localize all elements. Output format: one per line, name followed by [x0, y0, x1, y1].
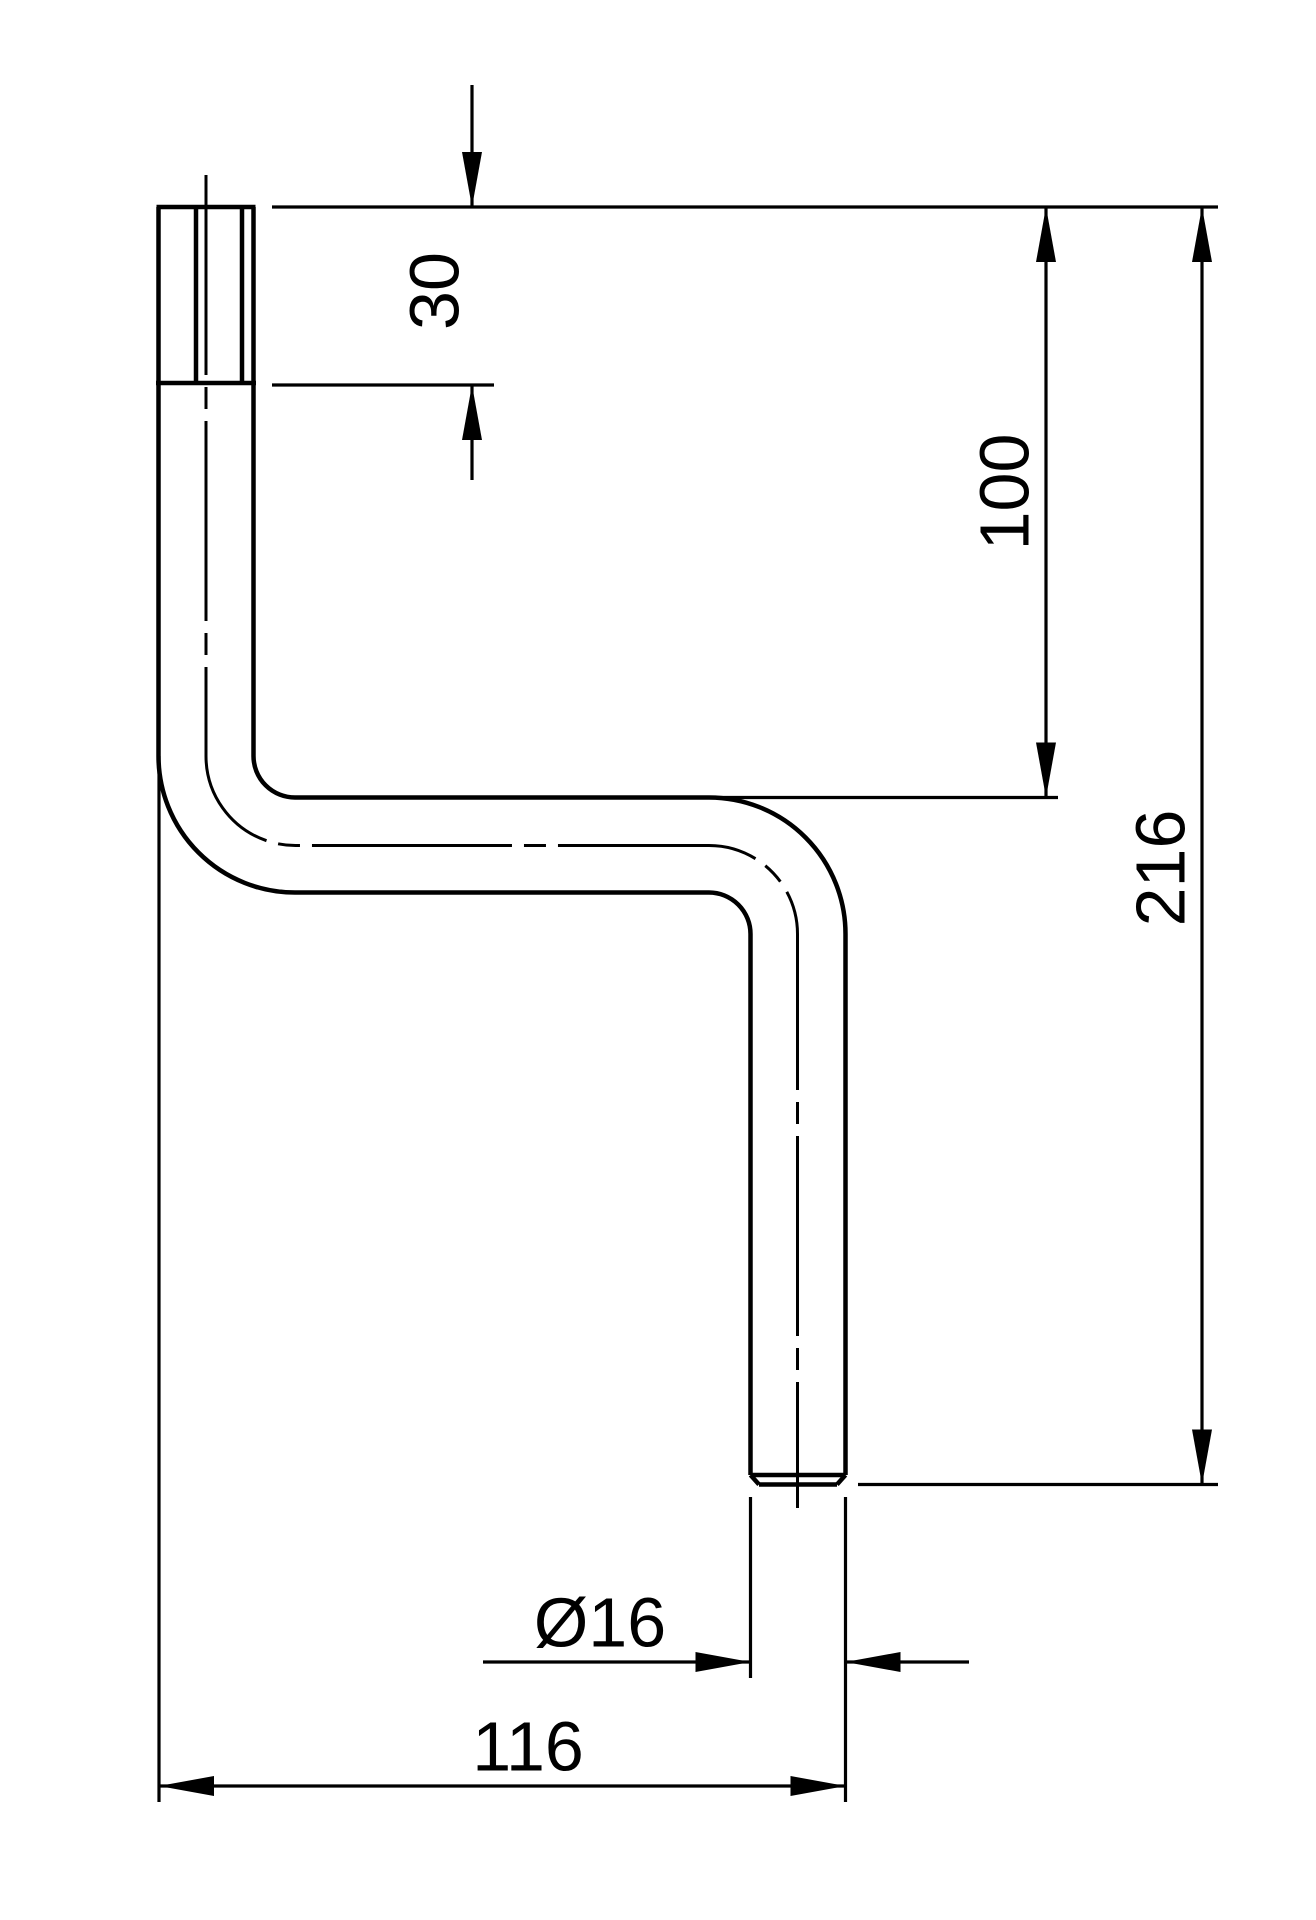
dimension-drop-height: 100 [966, 207, 1056, 798]
dimension-label-diameter: Ø16 [534, 1584, 666, 1662]
rod-body [156, 204, 848, 1487]
dimension-label-30: 30 [396, 252, 474, 330]
arrowhead-diameter-right [845, 1652, 901, 1672]
arrowhead-30-top [462, 152, 482, 207]
chamfer-left-diagonal [748, 1473, 761, 1487]
arrowhead-100-top [1036, 207, 1056, 262]
arrowhead-100-bottom [1036, 742, 1056, 798]
arrowhead-116-right [790, 1776, 846, 1796]
dimension-thread-length: 30 [396, 85, 482, 480]
dimension-label-100: 100 [966, 434, 1044, 551]
arrowhead-216-top [1192, 207, 1212, 262]
arrowhead-216-bottom [1192, 1429, 1212, 1485]
dimension-diameter: Ø16 [483, 1584, 969, 1672]
arrowhead-116-left [159, 1776, 214, 1796]
dimension-overall-width: 116 [159, 1708, 846, 1796]
dimension-label-116: 116 [472, 1708, 584, 1786]
extension-lines [157, 205, 1218, 1802]
rod-centerline [204, 175, 799, 1508]
rod-edge-outer [156, 207, 753, 1475]
rod-edge-inner [251, 207, 848, 1475]
arrowhead-30-bottom [462, 385, 482, 440]
arrowhead-diameter-left [695, 1652, 751, 1672]
dimension-total-height: 216 [1122, 207, 1212, 1485]
dimension-label-216: 216 [1122, 810, 1200, 927]
chamfer-right-diagonal [835, 1473, 848, 1487]
